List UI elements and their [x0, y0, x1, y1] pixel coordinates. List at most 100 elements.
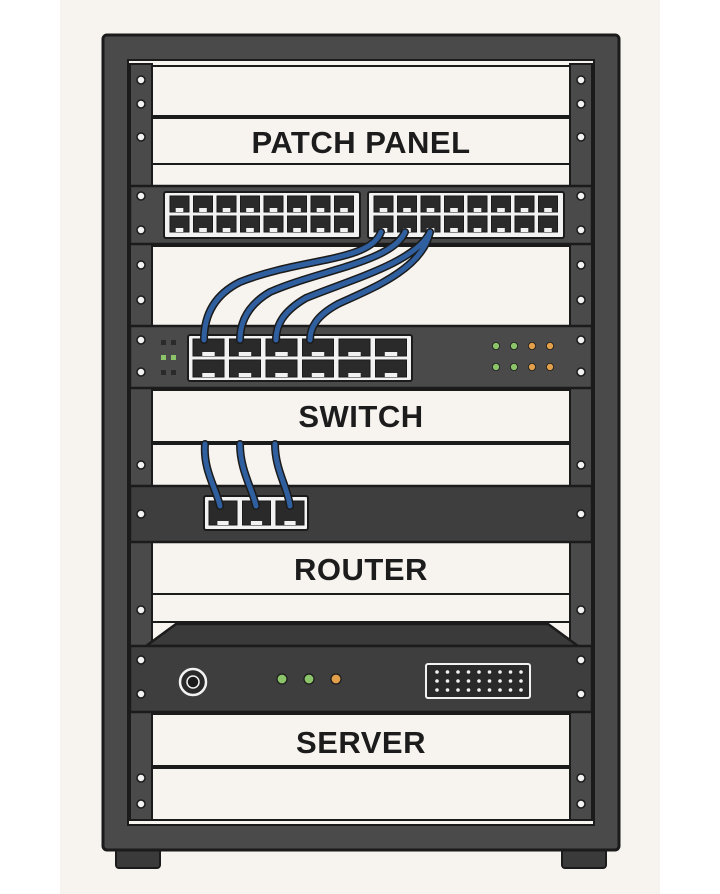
switch-led	[509, 362, 518, 371]
switch-indicator	[161, 370, 166, 375]
patch-panel-port	[263, 215, 284, 233]
power-button-icon	[178, 667, 208, 697]
switch-indicator	[171, 340, 176, 345]
switch-indicator	[171, 355, 176, 360]
server-vent-hole	[466, 688, 471, 692]
patch-to-switch-cables	[200, 228, 434, 344]
patch-panel-port	[514, 215, 535, 233]
server-vent-hole	[508, 670, 513, 674]
server-led-green	[303, 673, 315, 685]
switch-indicator	[161, 355, 166, 360]
server-vent-hole	[487, 670, 492, 674]
switch-indicator	[171, 370, 176, 375]
switch-led	[491, 362, 500, 371]
switch-port	[338, 359, 371, 378]
server-led-green	[276, 673, 288, 685]
patch-panel-port	[310, 195, 331, 213]
patch-panel-port	[287, 195, 307, 213]
server-vent-hole	[519, 670, 523, 674]
server-unit	[128, 622, 594, 714]
patch-panel-port	[310, 215, 331, 233]
patch-panel-port	[397, 195, 417, 213]
server-vent-hole	[456, 688, 460, 692]
patch-panel-port	[491, 195, 511, 213]
switch-port	[375, 338, 407, 357]
patch-panel-unit	[128, 184, 594, 246]
server-vent-hole	[477, 670, 481, 674]
switch-led	[509, 341, 518, 350]
switch-led	[528, 341, 537, 350]
patch-panel-port	[169, 215, 190, 233]
patch-panel-ports	[169, 195, 558, 233]
switch-led	[528, 362, 537, 371]
patch-panel-port	[467, 215, 488, 233]
patch-panel-port	[287, 215, 307, 233]
switch-port	[265, 359, 298, 378]
patch-panel-port	[334, 195, 354, 213]
patch-panel-port	[538, 195, 558, 213]
server-vent-hole	[477, 679, 481, 683]
switch-to-router-cables	[200, 440, 294, 510]
patch-panel-port	[420, 195, 441, 213]
server-vent-hole	[487, 688, 492, 692]
patch-panel-label: PATCH PANEL	[251, 125, 470, 160]
server-label: SERVER	[296, 725, 426, 760]
router-unit	[128, 484, 594, 544]
patch-panel-port	[444, 195, 464, 213]
rail-screws	[136, 75, 586, 809]
server-vent-holes	[435, 670, 523, 692]
server-vent-hole	[466, 679, 471, 683]
switch-label: SWITCH	[298, 399, 423, 434]
router-ports	[208, 500, 305, 526]
switch-indicator	[161, 340, 166, 345]
server-vent-hole	[498, 670, 502, 674]
switch-port	[192, 359, 225, 378]
server-vent-hole	[445, 670, 450, 674]
switch-status-leds	[491, 341, 555, 371]
server-vent-hole	[435, 688, 439, 692]
switch-port	[265, 338, 298, 357]
patch-panel-port	[334, 215, 354, 233]
patch-panel-port	[240, 195, 260, 213]
server-vent-hole	[477, 688, 481, 692]
patch-panel-port	[514, 195, 535, 213]
server-vent-hole	[466, 670, 471, 674]
server-vent-hole	[508, 688, 513, 692]
patch-panel-port	[216, 195, 237, 213]
patch-panel-port	[444, 215, 464, 233]
server-vent-hole	[498, 679, 502, 683]
blank-strips	[151, 65, 571, 821]
server-vent-hole	[456, 670, 460, 674]
switch-led	[546, 362, 555, 371]
patch-panel-port	[240, 215, 260, 233]
server-vent-hole	[435, 670, 439, 674]
switch-port	[375, 359, 407, 378]
patch-panel-port	[169, 195, 190, 213]
switch-unit	[128, 324, 594, 390]
patch-panel-port	[263, 195, 284, 213]
label-strips	[151, 117, 571, 767]
patch-panel-port	[467, 195, 488, 213]
server-vent-hole	[519, 679, 523, 683]
server-vent-hole	[487, 679, 492, 683]
patch-panel-port	[193, 195, 213, 213]
server-led-orange	[330, 673, 342, 685]
server-vent-hole	[508, 679, 513, 683]
patch-panel-port	[193, 215, 213, 233]
server-vent-hole	[435, 679, 439, 683]
server-vent-hole	[445, 688, 450, 692]
switch-port	[302, 359, 334, 378]
switch-led	[546, 341, 555, 350]
patch-panel-port	[373, 195, 394, 213]
switch-port	[192, 338, 225, 357]
switch-port	[338, 338, 371, 357]
switch-port	[229, 338, 261, 357]
switch-led	[491, 341, 500, 350]
server-vent-hole	[456, 679, 460, 683]
server-vent-hole	[519, 688, 523, 692]
switch-port	[229, 359, 261, 378]
patch-panel-port	[216, 215, 237, 233]
patch-panel-port	[538, 215, 558, 233]
